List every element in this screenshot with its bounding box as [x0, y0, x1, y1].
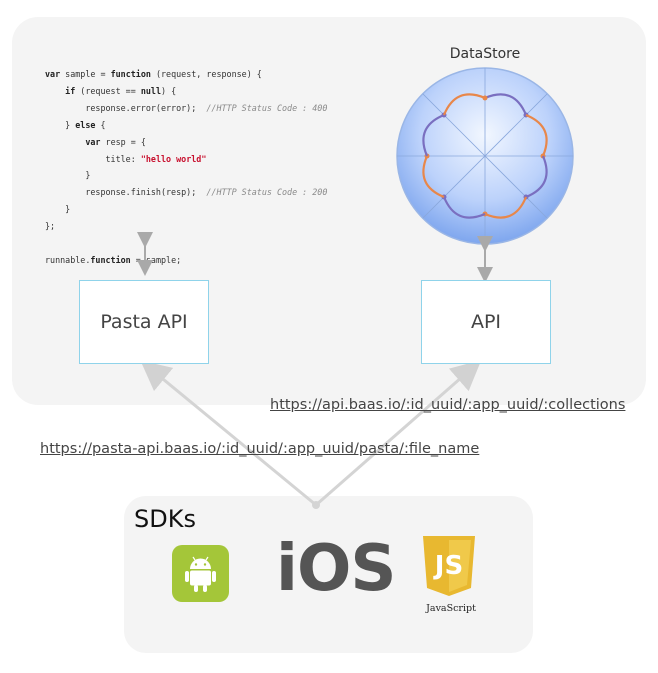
code-line: title: "hello world" — [45, 153, 207, 164]
api-label: API — [470, 311, 502, 333]
code-sample: var sample = function (request, response… — [45, 66, 327, 269]
pasta-url-link[interactable]: https://pasta-api.baas.io/:id_uuid/:app_… — [40, 441, 480, 457]
ios-logo[interactable]: iOS — [276, 532, 396, 606]
javascript-label: JavaScript — [426, 603, 476, 614]
code-line: } — [45, 170, 91, 181]
javascript-icon: JS — [423, 536, 475, 596]
replication-arc — [525, 113, 548, 157]
datastore-sphere — [396, 67, 574, 245]
code-line: } — [45, 204, 71, 215]
replication-arc — [484, 196, 528, 219]
code-line: var sample = function (request, response… — [45, 69, 262, 79]
code-line: } else { — [45, 119, 106, 130]
replication-arc — [525, 155, 548, 199]
pasta-api-box[interactable]: Pasta API — [79, 280, 209, 364]
replication-arc — [442, 93, 486, 116]
code-line: response.error(error); //HTTP Status Cod… — [45, 102, 328, 113]
svg-text:JS: JS — [433, 551, 463, 581]
pasta-api-label: Pasta API — [100, 311, 188, 333]
code-line: }; — [45, 221, 56, 232]
datastore-label: DataStore — [449, 46, 521, 62]
sdk-title: SDKs — [134, 505, 196, 533]
api-url-link[interactable]: https://api.baas.io/:id_uuid/:app_uuid/:… — [270, 397, 626, 413]
replication-arc — [422, 155, 445, 199]
code-line: var resp = { — [85, 136, 146, 147]
replication-arrowhead — [482, 95, 488, 101]
api-box[interactable]: API — [421, 280, 551, 364]
replication-arc — [422, 113, 445, 157]
code-line: if (request == null) { — [65, 85, 177, 96]
replication-arc — [442, 196, 486, 219]
code-line: response.finish(resp); //HTTP Status Cod… — [45, 187, 328, 198]
sdk-connector — [140, 360, 482, 509]
android-icon[interactable] — [172, 545, 229, 602]
replication-arc — [484, 93, 528, 116]
